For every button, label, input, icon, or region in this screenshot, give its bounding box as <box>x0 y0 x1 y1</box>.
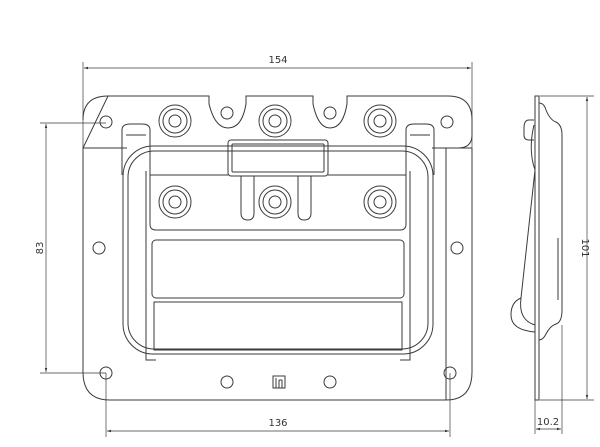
handle-arm-sides <box>145 171 411 361</box>
dimension-label-horizontal-spacing: 136 <box>268 418 287 429</box>
rivet <box>363 185 397 219</box>
side-handle-grip <box>510 297 536 333</box>
handle-grip-lower <box>153 301 403 351</box>
spring-slots <box>240 176 312 221</box>
inner-plate <box>149 175 407 231</box>
dimension-label-overall-width: 154 <box>268 55 287 66</box>
rivet <box>158 185 192 219</box>
hole <box>220 106 234 120</box>
hole <box>99 115 113 129</box>
dimension-label-vertical-spacing: 83 <box>35 242 46 255</box>
dimension-label-overall-height: 101 <box>579 238 590 257</box>
dimension-label-depth: 10.2 <box>537 417 559 428</box>
mounting-holes <box>92 106 464 389</box>
hinge-tab-right <box>405 123 435 175</box>
recess-inner <box>127 150 429 350</box>
side-hinge <box>523 119 534 141</box>
recess-outer <box>122 145 434 355</box>
side-plate <box>534 95 540 401</box>
rivet <box>258 185 292 219</box>
hole <box>92 241 106 255</box>
rivet <box>158 104 192 138</box>
front-view <box>82 95 473 401</box>
logo-mark <box>272 375 286 389</box>
side-handle-arm <box>520 124 536 299</box>
side-recess-profile <box>538 102 563 341</box>
side-handle-grip-inner <box>520 297 536 326</box>
plate-edge <box>445 148 473 401</box>
label-plate-outer <box>227 139 329 177</box>
rivet <box>258 104 292 138</box>
dimension-83 <box>40 122 106 374</box>
hole <box>450 241 464 255</box>
hole <box>323 375 337 389</box>
dimension-101 <box>540 95 594 401</box>
side-view <box>510 95 563 401</box>
hole <box>440 115 454 129</box>
dimension-10-2 <box>534 325 563 434</box>
dimension-154 <box>82 62 473 148</box>
label-plate-inner <box>231 143 325 173</box>
hole <box>323 106 337 120</box>
hole <box>220 375 234 389</box>
dimension-136 <box>105 373 451 437</box>
rivets <box>158 104 397 219</box>
hinge-tab-left <box>121 123 151 175</box>
rivet <box>363 104 397 138</box>
mounting-plate <box>82 95 473 401</box>
handle-grip-upper <box>151 239 405 299</box>
